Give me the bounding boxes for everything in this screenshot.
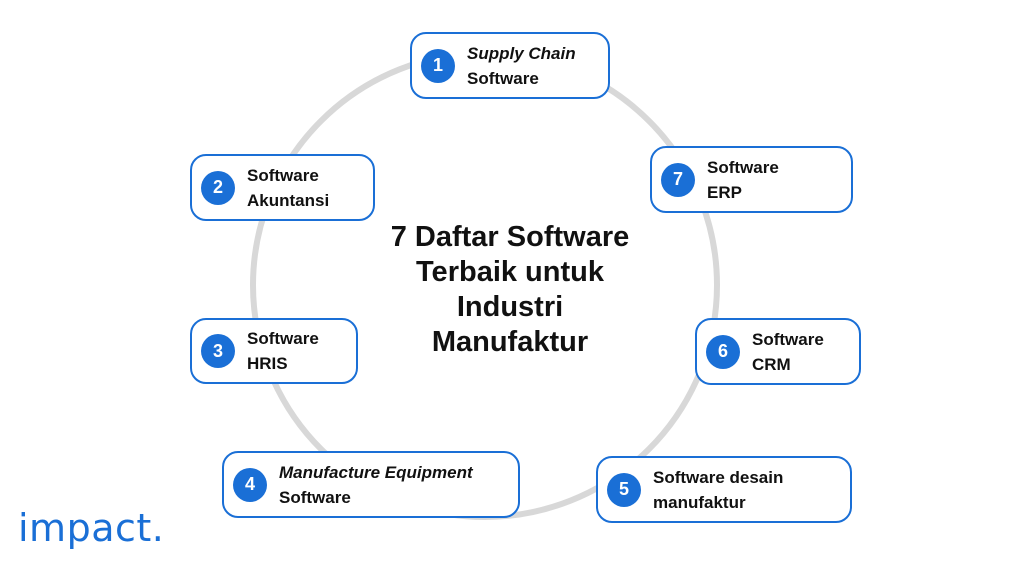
item-card-2: 2 Software Akuntansi [190, 154, 375, 221]
title-line-2: Terbaik untuk [416, 256, 604, 288]
item-card-6: 6 Software CRM [695, 318, 861, 385]
item-label-line1: Software [752, 329, 824, 349]
item-card-5: 5 Software desain manufaktur [596, 456, 852, 523]
item-label-line1: Software [707, 157, 779, 177]
item-label-line2: Software [279, 487, 351, 507]
diagram-title: 7 Daftar Software Terbaik untuk Industri… [330, 220, 690, 360]
item-card-3: 3 Software HRIS [190, 318, 358, 384]
item-label-line1: Software [247, 165, 319, 185]
item-label-line2: ERP [707, 182, 742, 202]
title-line-1: 7 Daftar Software [390, 221, 630, 253]
item-label-line1: Supply Chain [467, 43, 576, 63]
item-label-line2: HRIS [247, 354, 288, 373]
item-label-line1: Software desain [653, 467, 784, 487]
item-label-line2: Akuntansi [247, 190, 330, 210]
item-number-badge: 4 [233, 467, 267, 502]
item-number-badge: 7 [661, 162, 695, 197]
item-label-line1: Manufacture Equipment [279, 462, 473, 482]
item-card-1: 1 Supply Chain Software [410, 32, 610, 99]
item-number-badge: 3 [201, 334, 235, 368]
impact-logo: impact. [18, 506, 165, 550]
item-number-badge: 1 [421, 48, 455, 83]
item-number-badge: 6 [706, 334, 740, 369]
title-line-3: Industri [456, 291, 564, 323]
item-number-badge: 5 [607, 472, 641, 507]
item-card-4: 4 Manufacture Equipment Software [222, 451, 520, 518]
item-label-line2: manufaktur [653, 492, 746, 512]
item-label-line2: Software [467, 68, 539, 88]
item-number-badge: 2 [201, 170, 235, 205]
item-label-line2: CRM [752, 354, 791, 374]
title-line-4: Manufaktur [431, 326, 589, 358]
item-card-7: 7 Software ERP [650, 146, 853, 213]
item-label-line1: Software [247, 329, 319, 348]
